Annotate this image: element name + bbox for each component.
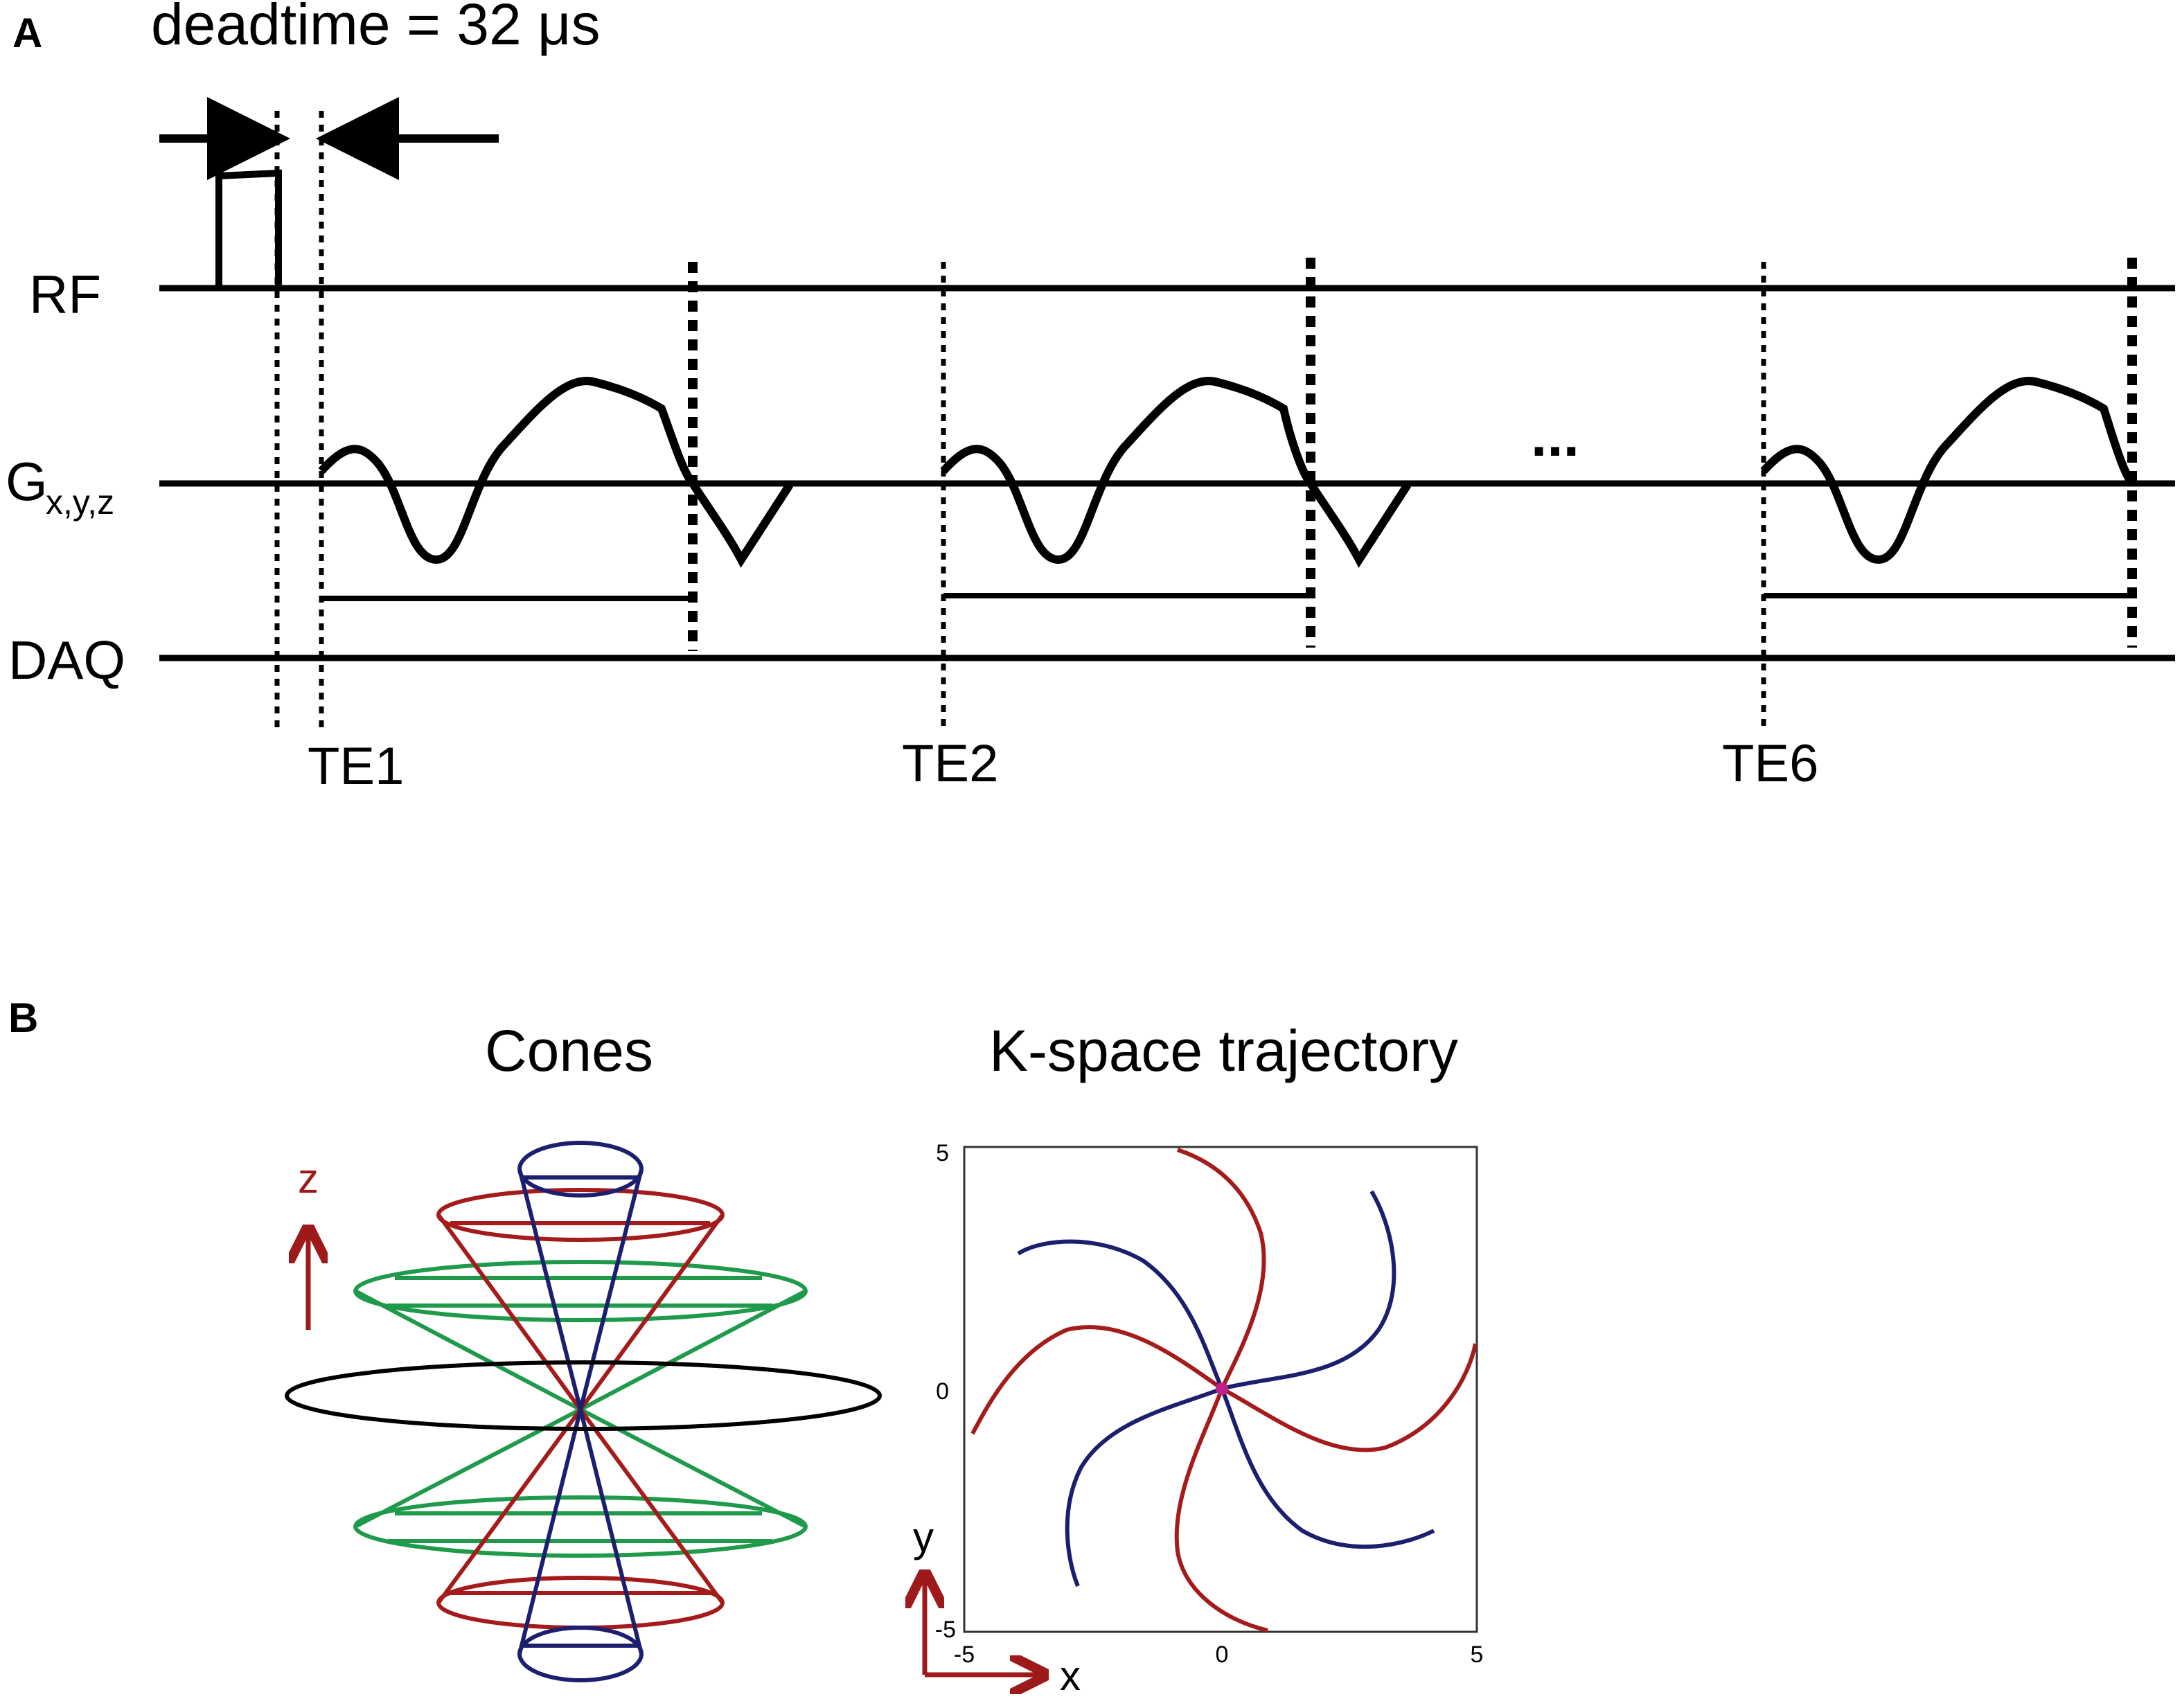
echo-label-te2: TE2 <box>902 734 998 793</box>
z-axis-label: z <box>298 1155 319 1202</box>
panel-b-label: B <box>8 995 38 1041</box>
echo-label-te6: TE6 <box>1722 734 1818 793</box>
rf-label: RF <box>29 264 101 325</box>
deadtime-label: deadtime = 32 μs <box>151 0 600 57</box>
kspace-plot: 5 0 -5 -5 0 5 <box>935 1140 1484 1668</box>
gradient-waveform-1 <box>318 377 794 568</box>
red-trajectories <box>970 1148 1478 1633</box>
panel-a-label: A <box>12 10 42 56</box>
gradient-waveform-2 <box>940 377 1412 568</box>
daq-label: DAQ <box>8 630 125 691</box>
y-tick-5: 5 <box>936 1140 949 1166</box>
red-cones <box>436 1188 725 1630</box>
x-tick-5: 5 <box>1471 1642 1484 1668</box>
kspace-plot-frame <box>963 1146 1478 1633</box>
rf-pulse <box>215 169 282 288</box>
kspace-title: K-space trajectory <box>989 1018 1458 1083</box>
echo-label-te1: TE1 <box>308 737 404 796</box>
gradient-label-main: G <box>6 451 48 512</box>
black-disk <box>285 1360 882 1431</box>
panel-a: A deadtime = 32 μs RF G x,y,z DAQ <box>6 0 2175 796</box>
gradient-waveform-6 <box>1760 377 2136 564</box>
ellipsis: ... <box>1531 403 1579 468</box>
y-tick-neg5: -5 <box>935 1617 956 1643</box>
cones-illustration <box>285 1141 882 1682</box>
cones-title: Cones <box>485 1018 653 1083</box>
kspace-y-label: y <box>913 1514 934 1560</box>
gradient-label: G x,y,z <box>6 451 114 522</box>
x-tick-0: 0 <box>1216 1642 1229 1668</box>
panel-b: B Cones K-space trajectory <box>8 995 1483 1699</box>
blue-trajectories <box>1017 1190 1435 1587</box>
y-tick-0: 0 <box>936 1378 949 1405</box>
gradient-label-subscript: x,y,z <box>46 483 114 522</box>
x-tick-neg5: -5 <box>954 1642 975 1668</box>
blue-cones <box>517 1141 644 1682</box>
kspace-x-label: x <box>1060 1653 1081 1699</box>
kspace-center <box>1216 1382 1228 1395</box>
